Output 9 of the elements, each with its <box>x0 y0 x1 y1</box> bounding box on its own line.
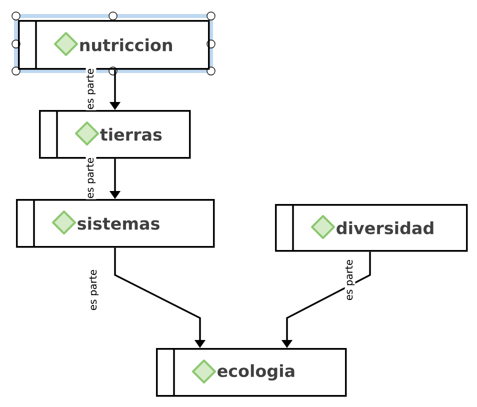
concept-box: ecologia <box>156 348 347 397</box>
edge-label: es parte <box>86 156 96 200</box>
edge-label: es parte <box>86 68 96 110</box>
concept-box: nutriccion <box>18 20 210 70</box>
edge-label: es parte <box>344 258 356 302</box>
concept-box: tierras <box>39 110 191 159</box>
concept-box: sistemas <box>16 199 215 248</box>
concept-box: diversidad <box>275 204 468 252</box>
edge-label: es parte <box>88 268 100 312</box>
